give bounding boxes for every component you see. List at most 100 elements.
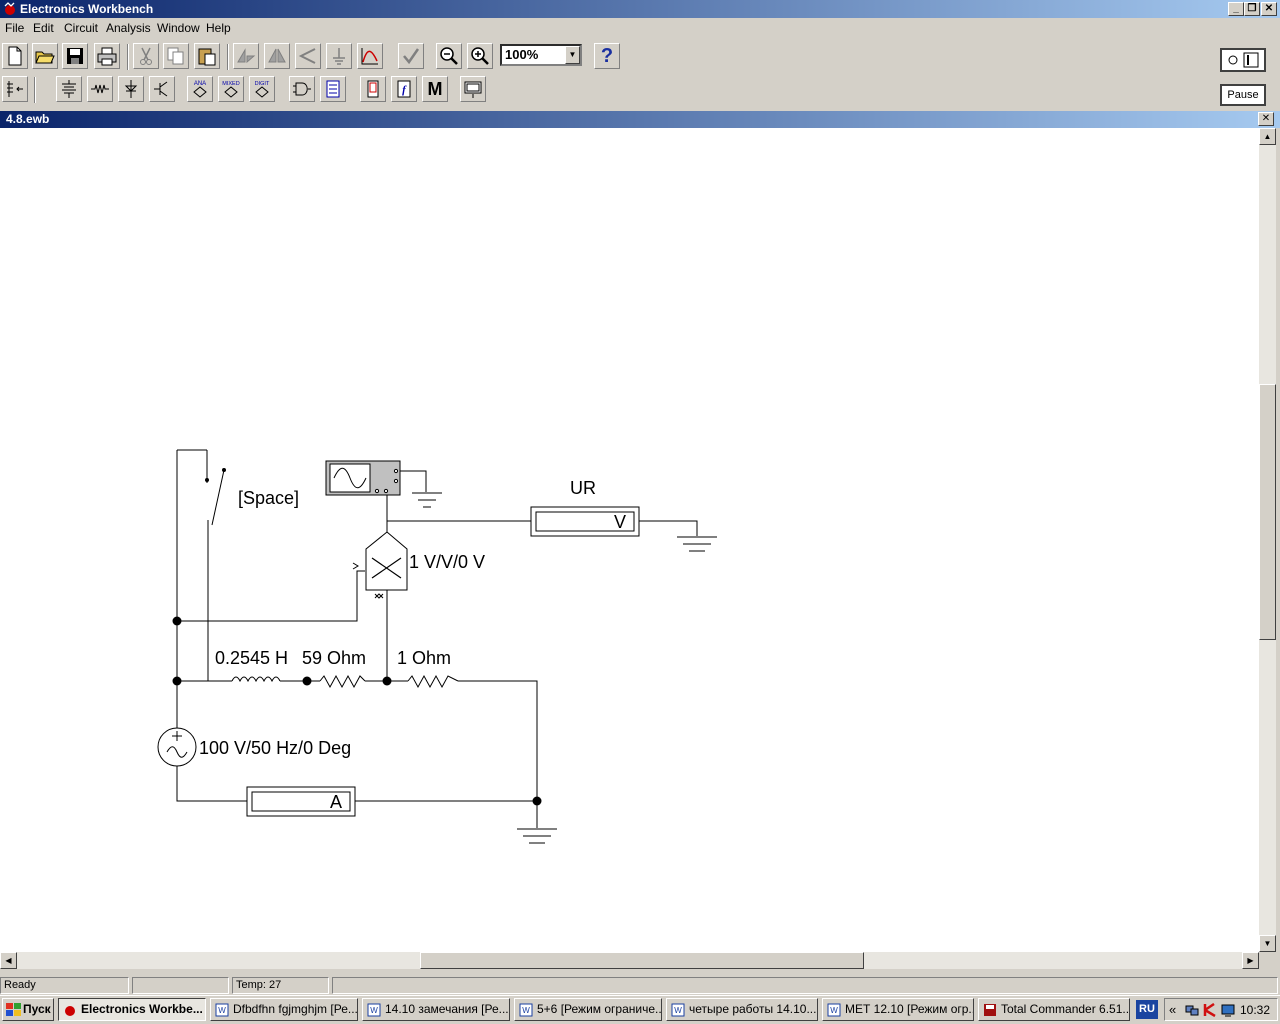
ac-voltage-source[interactable] xyxy=(157,727,197,767)
language-indicator[interactable]: RU xyxy=(1136,1000,1158,1019)
rotate-icon xyxy=(237,48,256,64)
window-titlebar[interactable]: Electronics Workbench xyxy=(0,0,1280,18)
menu-file[interactable]: File xyxy=(5,21,25,35)
zoom-out-button[interactable] xyxy=(436,43,462,69)
document-close-button[interactable]: ✕ xyxy=(1258,112,1274,126)
document-titlebar[interactable]: 4.8.ewb xyxy=(0,111,1280,128)
resistor-59-ohm[interactable] xyxy=(319,674,366,689)
task-word-doc-3[interactable]: W 5+6 [Режим ограниче... xyxy=(514,998,662,1021)
menu-edit[interactable]: Edit xyxy=(33,21,54,35)
copy-button[interactable] xyxy=(163,43,189,69)
tray-expand-chevron[interactable]: « xyxy=(1169,1002,1177,1017)
miscellaneous-bin-button[interactable]: M xyxy=(422,76,448,102)
wire-junctions xyxy=(172,616,542,806)
toolbar-separator xyxy=(34,77,36,103)
logic-gate-icon xyxy=(293,82,311,96)
multiplier-label: 1 V/V/0 V xyxy=(409,552,485,572)
inductor[interactable] xyxy=(231,676,281,683)
task-total-commander[interactable]: Total Commander 6.51... xyxy=(978,998,1130,1021)
scroll-down-button[interactable]: ▼ xyxy=(1259,935,1276,952)
logic-gates-bin-button[interactable] xyxy=(289,76,315,102)
scroll-right-button[interactable]: ▶ xyxy=(1242,952,1259,969)
check-icon xyxy=(403,48,420,65)
network-icon[interactable] xyxy=(1185,1003,1199,1017)
subcircuit-button[interactable] xyxy=(398,43,424,69)
digital-ic-icon: DIGIT xyxy=(255,81,270,98)
new-button[interactable] xyxy=(2,43,28,69)
circuit-canvas[interactable]: [Space] UR V 1 V/V/0 V 0.2545 H 59 Ohm 1… xyxy=(0,128,1259,952)
diodes-bin-button[interactable] xyxy=(118,76,144,102)
zoom-out-icon xyxy=(440,47,458,65)
close-button[interactable]: ✕ xyxy=(1261,2,1277,16)
word-doc-icon: W xyxy=(519,1003,533,1017)
resistor2-label: 1 Ohm xyxy=(397,648,451,668)
menu-bar: File Edit Circuit Analysis Window Help xyxy=(0,18,1280,38)
start-button[interactable]: Пуск xyxy=(2,998,54,1021)
menu-analysis[interactable]: Analysis xyxy=(106,21,151,35)
func-label: f xyxy=(402,84,407,96)
switch-label: [Space] xyxy=(238,488,299,508)
instruments-bin-button[interactable] xyxy=(460,76,486,102)
scroll-left-button[interactable]: ◀ xyxy=(0,952,17,969)
controls-bin-button[interactable]: f xyxy=(391,76,417,102)
component-properties-button[interactable] xyxy=(326,43,352,69)
taskbar xyxy=(0,995,1280,1024)
digital-bin-button[interactable] xyxy=(320,76,346,102)
rotate-button[interactable] xyxy=(233,43,259,69)
ground-oscilloscope xyxy=(412,492,442,508)
horizontal-scroll-thumb[interactable] xyxy=(420,952,864,969)
voltmeter[interactable] xyxy=(530,506,640,537)
task-word-doc-4[interactable]: W четыре работы 14.10... xyxy=(666,998,818,1021)
transistors-bin-button[interactable] xyxy=(149,76,175,102)
mixed-label: MIXED xyxy=(222,81,239,87)
indicators-bin-button[interactable] xyxy=(360,76,386,102)
task-word-doc-2[interactable]: W 14.10 замечания [Ре... xyxy=(362,998,510,1021)
circuit-schematic: [Space] UR V 1 V/V/0 V 0.2545 H 59 Ohm 1… xyxy=(157,449,717,844)
new-file-icon xyxy=(8,46,22,66)
sources-bin-button[interactable] xyxy=(56,76,82,102)
digital-ics-bin-button[interactable]: DIGIT xyxy=(249,76,275,102)
oscilloscope[interactable] xyxy=(325,460,401,496)
scissors-icon xyxy=(140,47,152,65)
task-electronics-workbench[interactable]: Electronics Workbe... xyxy=(58,998,206,1021)
antivirus-icon[interactable] xyxy=(1203,1003,1217,1017)
menu-window[interactable]: Window xyxy=(157,21,200,35)
switch[interactable] xyxy=(205,468,226,526)
scroll-up-button[interactable]: ▲ xyxy=(1259,128,1276,145)
zoom-select[interactable]: 100% xyxy=(500,44,582,66)
analysis-graphs-button[interactable] xyxy=(357,43,383,69)
mixed-ics-bin-button[interactable]: MIXED xyxy=(218,76,244,102)
ammeter[interactable] xyxy=(246,786,356,817)
multiplier[interactable] xyxy=(352,531,408,599)
svg-text:W: W xyxy=(370,1006,378,1015)
menu-circuit[interactable]: Circuit xyxy=(64,21,99,35)
flip-horizontal-button[interactable] xyxy=(264,43,290,69)
save-button[interactable] xyxy=(62,43,88,69)
restore-button[interactable]: ❐ xyxy=(1244,2,1260,16)
help-button[interactable]: ? xyxy=(594,43,620,69)
open-button[interactable] xyxy=(32,43,58,69)
clock: 10:32 xyxy=(1240,1003,1271,1017)
zoom-in-button[interactable] xyxy=(467,43,493,69)
task-word-doc-1[interactable]: W Dfbdfhn fgjmghjm [Ре... xyxy=(210,998,358,1021)
resistor-icon xyxy=(91,84,109,94)
task-label: четыре работы 14.10... xyxy=(689,1002,817,1016)
component-properties-icon xyxy=(333,48,345,65)
vertical-scroll-thumb[interactable] xyxy=(1259,384,1276,640)
flip-vertical-button[interactable] xyxy=(295,43,321,69)
menu-help[interactable]: Help xyxy=(206,21,231,35)
zoom-dropdown-arrow[interactable]: ▼ xyxy=(565,46,580,64)
task-word-doc-5[interactable]: W МЕТ 12.10 [Режим огр... xyxy=(822,998,974,1021)
print-button[interactable] xyxy=(94,43,120,69)
cut-button[interactable] xyxy=(133,43,159,69)
analog-ics-bin-button[interactable]: ANA xyxy=(187,76,213,102)
favorites-bin-button[interactable] xyxy=(2,76,28,102)
monitor-icon[interactable] xyxy=(1221,1003,1235,1017)
power-switch[interactable] xyxy=(1220,48,1266,72)
minimize-button[interactable]: _ xyxy=(1228,2,1244,16)
pause-button[interactable]: Pause xyxy=(1220,84,1266,106)
paste-button[interactable] xyxy=(194,43,220,69)
resistor-1-ohm[interactable] xyxy=(407,674,459,689)
task-label: 5+6 [Режим ограниче... xyxy=(537,1002,662,1016)
basic-bin-button[interactable] xyxy=(87,76,113,102)
